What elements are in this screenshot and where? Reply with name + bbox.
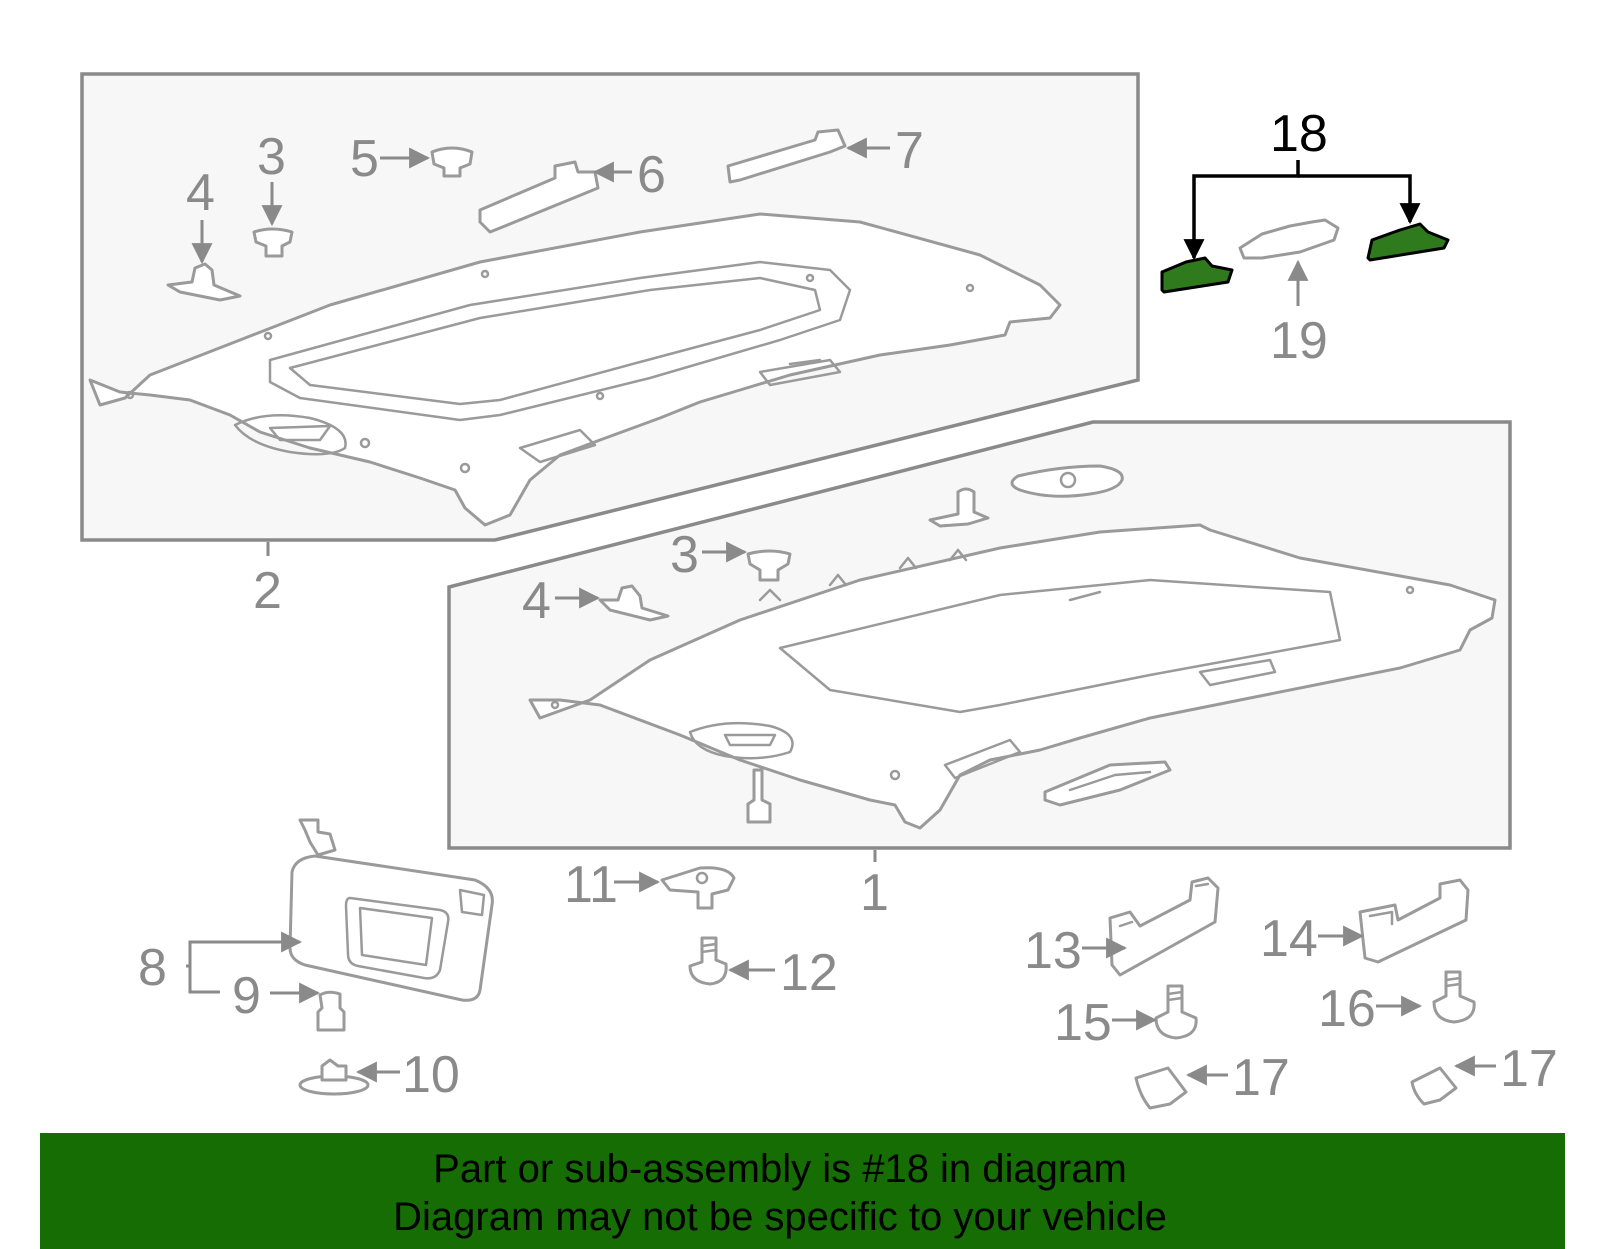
callout-11: 11 bbox=[564, 856, 618, 914]
part-3-clip-upper bbox=[252, 227, 294, 258]
leader-8-top bbox=[186, 931, 303, 968]
part-15-screw bbox=[1154, 984, 1198, 1040]
part-3-clip-lower bbox=[746, 549, 792, 582]
callout-18: 18 bbox=[1270, 105, 1328, 163]
callout-13: 13 bbox=[1024, 922, 1082, 980]
headliner-with-sunroof bbox=[88, 212, 1062, 527]
part-12-screw bbox=[688, 936, 728, 986]
part-13-grab-handle bbox=[1108, 876, 1220, 977]
callout-1: 1 bbox=[860, 864, 889, 922]
part-17-cap-right bbox=[1410, 1066, 1458, 1106]
info-banner: Part or sub-assembly is #18 in diagram D… bbox=[40, 1133, 1565, 1249]
part-7-bracket bbox=[726, 128, 847, 184]
part-4-bracket-upper bbox=[166, 262, 242, 302]
part-8-sun-visor bbox=[288, 818, 494, 1002]
part-16-screw bbox=[1432, 970, 1476, 1024]
callout-4-upper: 4 bbox=[186, 164, 215, 222]
lower-trim-bracket bbox=[1043, 760, 1172, 807]
callout-12: 12 bbox=[780, 944, 838, 1002]
callout-2: 2 bbox=[253, 562, 282, 620]
callout-17-left: 17 bbox=[1232, 1049, 1290, 1107]
retainer-pin bbox=[746, 768, 772, 824]
callout-8: 8 bbox=[138, 939, 167, 997]
banner-line-part-number: Part or sub-assembly is #18 in diagram bbox=[433, 1147, 1127, 1191]
callout-17-right: 17 bbox=[1500, 1040, 1558, 1098]
part-18-left bbox=[1160, 256, 1234, 294]
callout-9: 9 bbox=[232, 967, 261, 1025]
callout-10: 10 bbox=[402, 1046, 460, 1104]
part-9-clip bbox=[316, 990, 346, 1032]
part-4-bracket-lower bbox=[598, 584, 670, 622]
part-17-cap-left bbox=[1134, 1066, 1188, 1110]
banner-line-disclaimer: Diagram may not be specific to your vehi… bbox=[393, 1195, 1167, 1239]
callout-19: 19 bbox=[1270, 312, 1328, 370]
headliner-without-sunroof bbox=[528, 523, 1497, 830]
part-11-clip bbox=[660, 866, 736, 910]
part-14-grab-handle bbox=[1358, 878, 1470, 964]
callout-5: 5 bbox=[350, 130, 379, 188]
callout-7: 7 bbox=[895, 122, 924, 180]
callout-6: 6 bbox=[637, 146, 666, 204]
leader-18-right bbox=[1298, 174, 1421, 225]
callout-3-upper: 3 bbox=[257, 128, 286, 186]
part-19-lamp-bezel bbox=[1238, 218, 1340, 260]
gasket-plate bbox=[1010, 464, 1124, 498]
part-5-clip bbox=[430, 146, 474, 178]
leader-18-left bbox=[1183, 160, 1300, 261]
callout-14: 14 bbox=[1260, 910, 1318, 968]
callout-16: 16 bbox=[1318, 980, 1376, 1038]
leader-8-bottom bbox=[188, 966, 220, 994]
stud-bracket bbox=[928, 487, 990, 528]
part-18-right bbox=[1366, 222, 1450, 262]
part-10-clip-washer bbox=[298, 1058, 370, 1096]
callout-3-lower: 3 bbox=[670, 526, 699, 584]
callout-15: 15 bbox=[1054, 994, 1112, 1052]
part-18-highlighted-pair bbox=[1160, 222, 1450, 294]
callout-4-lower: 4 bbox=[522, 572, 551, 630]
